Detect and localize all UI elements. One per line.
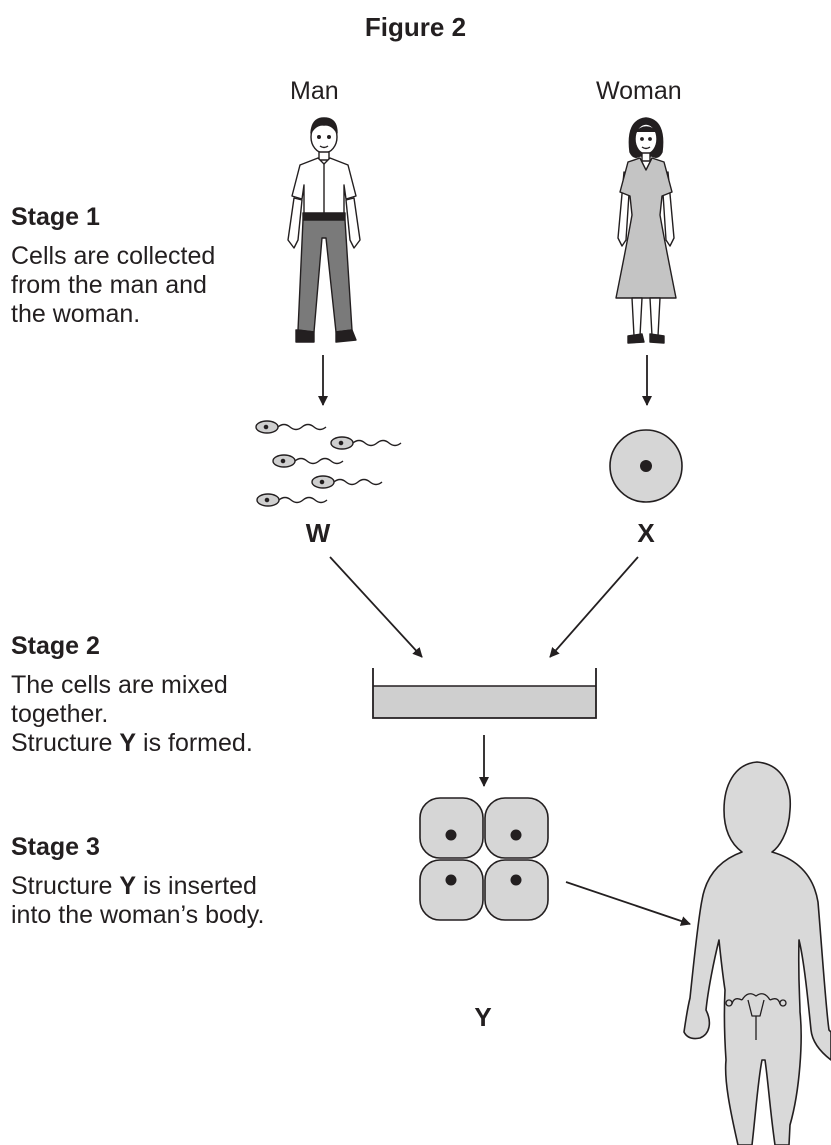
man-left-arm <box>288 198 302 248</box>
man-trousers <box>298 220 352 332</box>
embryo-cell <box>420 798 483 858</box>
embryo-cell <box>485 860 548 920</box>
egg-to-dish-arrow <box>550 557 638 657</box>
petri-dish <box>373 668 596 718</box>
egg-cell <box>610 430 682 502</box>
embryo-cell <box>420 860 483 920</box>
sperm-cell <box>312 476 382 488</box>
embryo-cell <box>485 798 548 858</box>
man-right-arm <box>346 198 360 248</box>
sperm-cell <box>257 494 327 506</box>
woman-illustration <box>616 118 676 343</box>
man-belt <box>303 213 345 220</box>
sperm-cell <box>256 421 326 433</box>
sperm-cell <box>273 455 343 467</box>
embryo-y <box>420 798 548 920</box>
embryo-to-body-arrow <box>566 882 690 924</box>
sperm-cells <box>256 421 401 506</box>
sperm-to-dish-arrow <box>330 557 422 657</box>
man-illustration <box>288 118 360 342</box>
woman-body-silhouette <box>684 762 831 1145</box>
egg-nucleus <box>640 460 652 472</box>
sperm-cell <box>331 437 401 449</box>
